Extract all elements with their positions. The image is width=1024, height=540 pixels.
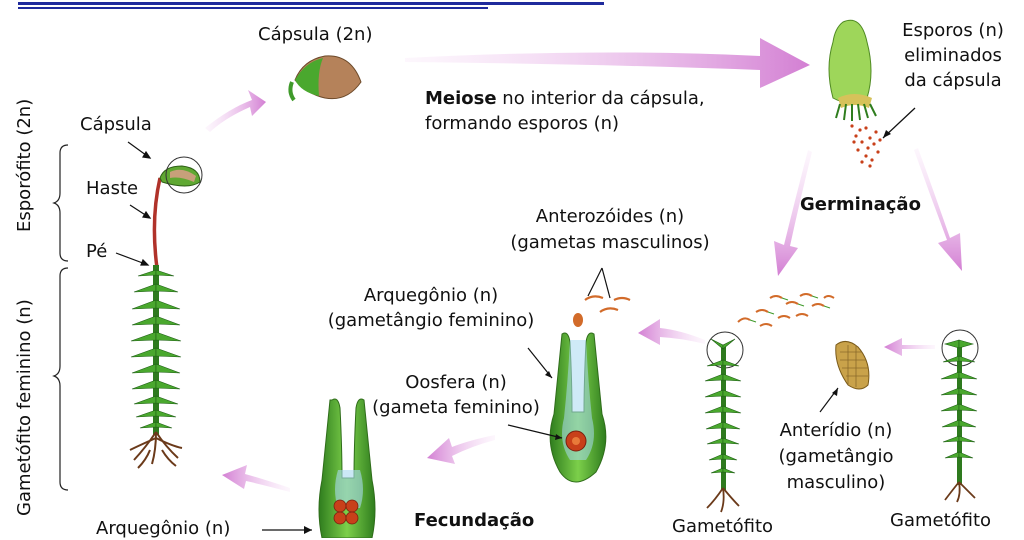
gametophyte-bracket	[52, 267, 69, 491]
moss-gametophyte-right	[940, 329, 979, 503]
label-capsula: Cápsula	[80, 114, 152, 135]
label-fecundacao: Fecundação	[414, 510, 535, 531]
label-arquegonio-line1: Arquegônio (n)	[363, 285, 499, 306]
arrow-fertilization	[427, 435, 495, 464]
label-gametofito-middle: Gametófito	[672, 516, 774, 537]
label-anterozoides-line2: (gametas masculinos)	[510, 232, 710, 253]
header-rule	[18, 2, 604, 9]
label-anterozoides-line1: Anterozóides (n)	[535, 206, 685, 227]
label-pe: Pé	[86, 241, 108, 262]
cycle-arrows	[205, 38, 962, 492]
label-germinacao: Germinação	[800, 194, 921, 215]
label-esporos-line2: eliminados	[904, 45, 1002, 66]
label-esporofito: Esporófito (2n)	[14, 98, 35, 232]
label-anteridio-line3: masculino)	[786, 472, 886, 493]
label-anteridio-line2: (gametângio	[778, 446, 894, 467]
anterozoids	[573, 267, 835, 327]
label-gametofito-right: Gametófito	[890, 510, 992, 531]
label-arquegonio-bottom: Arquegônio (n)	[96, 518, 231, 539]
label-oosfera-line2: (gameta feminino)	[372, 397, 540, 418]
label-esporos-line1: Esporos (n)	[902, 20, 1004, 41]
pointer-lines-left	[115, 141, 152, 266]
label-capsule-2n: Cápsula (2n)	[258, 24, 373, 45]
label-haste: Haste	[86, 178, 139, 199]
sporophyte-bracket	[52, 144, 69, 262]
label-meiose-bold: Meiose	[425, 88, 497, 109]
arrow-germination-right	[914, 148, 962, 271]
antheridium-illustration	[819, 341, 870, 413]
label-meiose-line2: formando esporos (n)	[425, 113, 620, 134]
arrow-to-archegonium	[638, 319, 705, 345]
capsule-releasing-spores	[828, 19, 916, 168]
label-esporos-line3: da cápsula	[904, 70, 1002, 91]
arrow-germination-left	[774, 150, 812, 276]
arrow-to-gametophyte	[222, 465, 290, 492]
arrow-to-capsule	[205, 90, 266, 132]
label-meiose-rest: no interior da cápsula,	[496, 88, 705, 109]
archegonium-middle	[507, 332, 607, 483]
arrow-to-antheridium	[884, 338, 935, 356]
label-anteridio-line1: Anterídio (n)	[779, 420, 893, 441]
label-gametofito-feminino: Gametófito feminino (n)	[14, 299, 35, 516]
label-oosfera-line1: Oosfera (n)	[405, 372, 507, 393]
arrow-meiosis	[405, 38, 810, 88]
label-meiose: Meiose no interior da cápsula,	[425, 88, 705, 110]
moss-gametophyte-middle	[704, 331, 744, 513]
archegonium-bottom	[262, 398, 376, 538]
capsule-2n-illustration	[288, 55, 362, 102]
label-arquegonio-line2: (gametângio feminino)	[327, 310, 535, 331]
moss-plant-left	[129, 156, 203, 469]
